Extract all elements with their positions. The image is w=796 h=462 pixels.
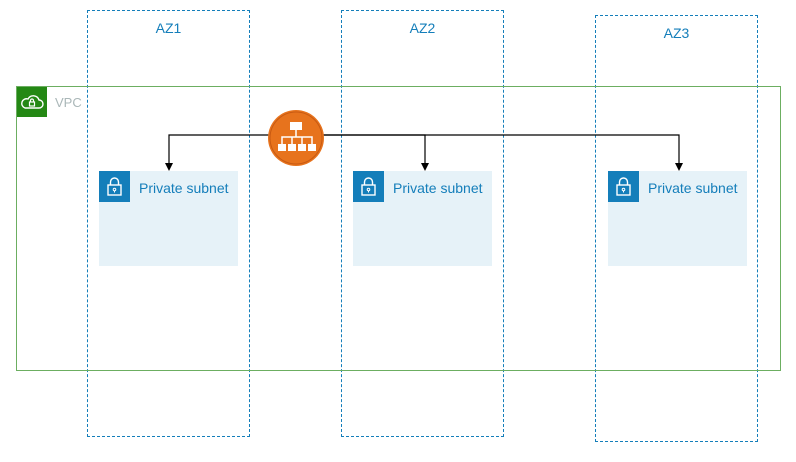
private-subnet-3: Private subnet [608,171,747,266]
padlock-icon [608,171,639,202]
az-label: AZ2 [409,20,436,36]
subnet-label: Private subnet [139,180,229,196]
arrowhead-az2 [421,163,429,171]
padlock-icon [353,171,384,202]
az-label: AZ1 [155,20,182,36]
arrowhead-az3 [675,163,683,171]
availability-zone-2: AZ2 [341,10,504,437]
subnet-label: Private subnet [648,180,738,196]
availability-zone-3: AZ3 [595,15,758,442]
private-subnet-2: Private subnet [353,171,492,266]
az-label: AZ3 [663,25,690,41]
vpc-cloud-lock-icon [17,87,47,117]
connector-az3 [296,134,680,166]
connector-az1 [168,134,296,166]
vpc-label: VPC [55,95,82,110]
padlock-icon [99,171,130,202]
vpc-group: VPC [16,86,781,371]
private-subnet-1: Private subnet [99,171,238,266]
subnet-label: Private subnet [393,180,483,196]
arrowhead-az1 [165,163,173,171]
availability-zone-1: AZ1 [87,10,250,437]
elastic-load-balancer-icon [268,110,324,166]
